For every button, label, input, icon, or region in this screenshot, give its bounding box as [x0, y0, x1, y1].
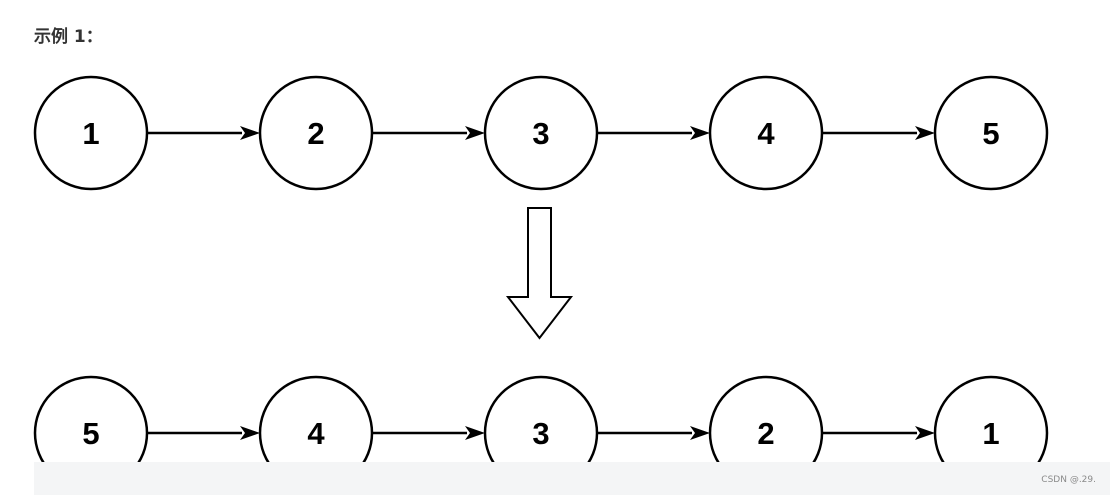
before-list-node-circle: [708, 75, 824, 191]
after-list-node-value: 3: [532, 416, 549, 451]
watermark: CSDN @.29.: [1041, 475, 1096, 485]
before-list-node-circle: [33, 75, 149, 191]
after-list-node-5: 1: [933, 375, 1049, 491]
before-list-node-circle: [933, 75, 1049, 191]
before-list-node-value: 3: [532, 116, 549, 151]
after-list-arrowhead-icon: [465, 426, 485, 440]
before-list-node-value: 2: [307, 116, 324, 151]
example-heading: 示例 1：: [34, 27, 103, 47]
after-list-node-1: 5: [33, 375, 149, 491]
after-list-node-2: 4: [258, 375, 374, 491]
after-list-node-value: 1: [982, 416, 999, 451]
after-list-node-value: 4: [307, 416, 325, 451]
before-list-node-3: 3: [483, 75, 599, 191]
before-list-edge-4: [822, 126, 935, 140]
after-list-edge-4: [822, 426, 935, 440]
after-list-arrowhead-icon: [690, 426, 710, 440]
before-list-node-2: 2: [258, 75, 374, 191]
before-list-node-value: 1: [82, 116, 99, 151]
before-list: 1 2 3 4 5: [33, 75, 1049, 191]
after-list-arrowhead-icon: [240, 426, 260, 440]
before-list-node-value: 4: [757, 116, 775, 151]
after-list-node-4: 2: [708, 375, 824, 491]
after-list: 5 4 3 2 1: [33, 375, 1049, 491]
before-list-arrowhead-icon: [690, 126, 710, 140]
before-list-node-circle: [483, 75, 599, 191]
before-list-edge-3: [597, 126, 710, 140]
after-list-node-value: 2: [757, 416, 774, 451]
before-list-arrowhead-icon: [915, 126, 935, 140]
before-list-node-4: 4: [708, 75, 824, 191]
before-list-node-5: 5: [933, 75, 1049, 191]
before-list-node-circle: [258, 75, 374, 191]
after-list-arrowhead-icon: [915, 426, 935, 440]
transform-down-arrow: [505, 207, 574, 340]
before-list-node-1: 1: [33, 75, 149, 191]
before-list-arrowhead-icon: [240, 126, 260, 140]
bottom-bar: [34, 462, 1110, 495]
before-list-node-value: 5: [982, 116, 999, 151]
after-list-edge-2: [372, 426, 485, 440]
after-list-edge-3: [597, 426, 710, 440]
before-list-edge-1: [147, 126, 260, 140]
after-list-edge-1: [147, 426, 260, 440]
after-list-node-value: 5: [82, 416, 99, 451]
before-list-edge-2: [372, 126, 485, 140]
before-list-arrowhead-icon: [465, 126, 485, 140]
